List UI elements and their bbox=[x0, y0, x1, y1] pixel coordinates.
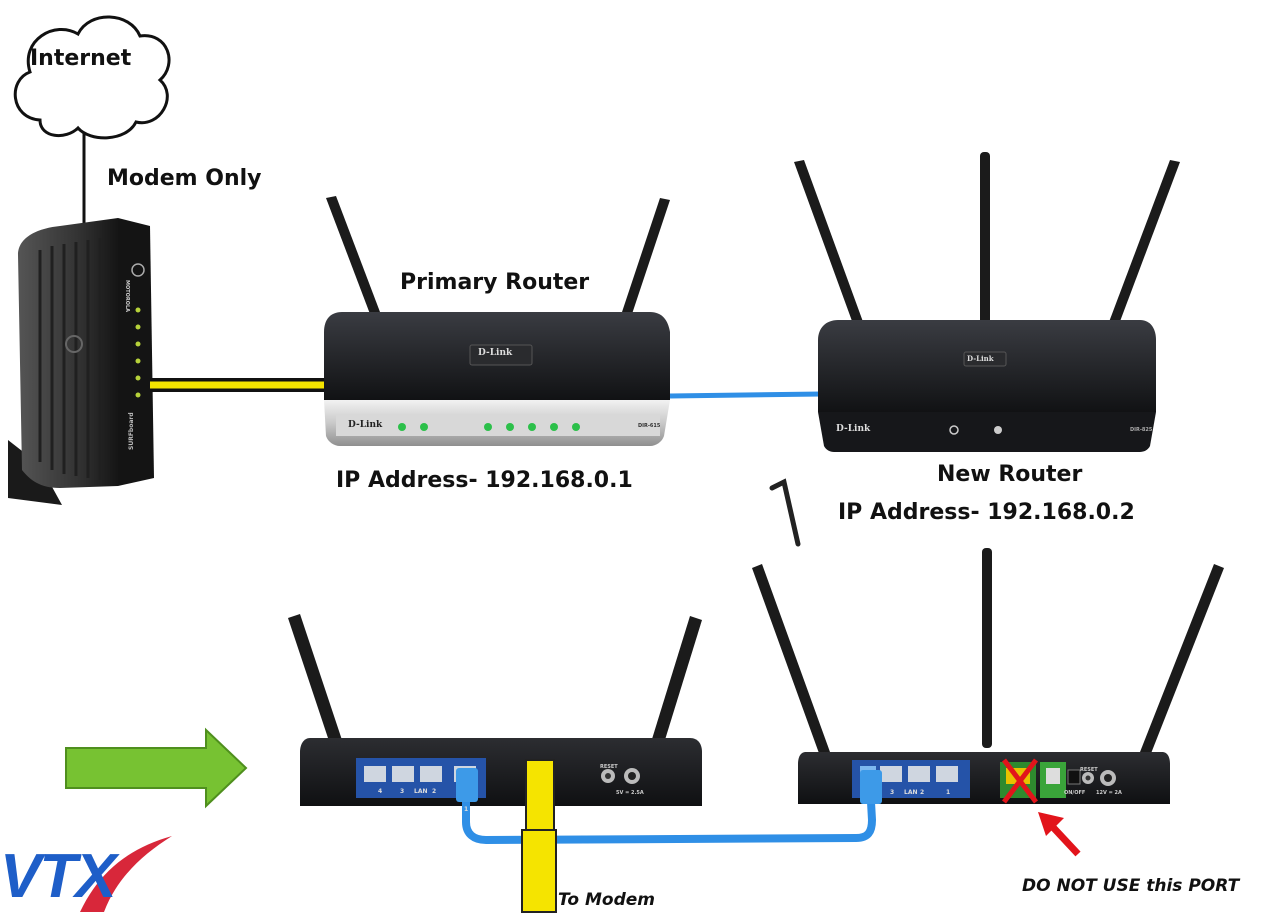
primary-router-model: DIR-615 bbox=[638, 423, 661, 429]
new-port-1: 1 bbox=[946, 789, 951, 796]
primary-port-1: 1 bbox=[464, 806, 469, 813]
internet-label: Internet bbox=[30, 46, 132, 71]
primary-port-2: 2 bbox=[432, 788, 437, 795]
do-not-use-x-icon bbox=[1002, 758, 1038, 804]
primary-router-back bbox=[288, 614, 702, 806]
new-port-2: 2 bbox=[920, 789, 925, 796]
internet-cloud bbox=[13, 15, 171, 140]
new-lan-label: LAN bbox=[904, 789, 918, 796]
new-router-back bbox=[752, 548, 1224, 804]
new-router bbox=[794, 152, 1180, 452]
new-router-model: DIR-825 bbox=[1130, 427, 1153, 433]
new-reset-label: RESET bbox=[1080, 767, 1098, 773]
hand-drawn-mark bbox=[769, 478, 801, 547]
new-on-off-label: ON/OFF bbox=[1064, 790, 1086, 796]
primary-router-ip: IP Address- 192.168.0.1 bbox=[336, 468, 633, 493]
new-power-label: 12V = 2A bbox=[1096, 790, 1122, 796]
red-warning-arrow-icon bbox=[1038, 812, 1081, 857]
primary-lan-label: LAN bbox=[414, 788, 428, 795]
new-router-label: New Router bbox=[937, 462, 1083, 487]
green-arrow-icon bbox=[65, 727, 248, 809]
primary-router-label: Primary Router bbox=[400, 270, 590, 295]
cable-modem bbox=[8, 218, 154, 505]
modem-label: Modem Only bbox=[107, 166, 262, 191]
new-router-front-brand: D-Link bbox=[836, 424, 871, 434]
vtx-logo-swoosh bbox=[80, 836, 172, 912]
primary-router bbox=[324, 196, 670, 446]
lan-plug-primary bbox=[456, 768, 478, 802]
to-modem-label: To Modem bbox=[558, 890, 656, 910]
modem-brand: MOTOROLA bbox=[124, 280, 130, 313]
vtx-logo: VTX bbox=[0, 842, 117, 911]
new-router-brand: D-Link bbox=[967, 354, 994, 363]
primary-router-brand: D-Link bbox=[478, 348, 513, 358]
primary-power-label: 5V = 2.5A bbox=[616, 790, 644, 796]
lan-cable-bottom bbox=[462, 783, 876, 844]
primary-port-3: 3 bbox=[400, 788, 405, 795]
primary-reset-label: RESET bbox=[600, 764, 618, 770]
modem-side-text: SURFboard bbox=[128, 412, 135, 450]
modem-cable-bottom bbox=[521, 759, 557, 913]
lan-plug-new bbox=[860, 770, 882, 804]
new-port-3: 3 bbox=[890, 789, 895, 796]
lan-cable-top bbox=[669, 391, 823, 399]
do-not-use-port-label: DO NOT USE this PORT bbox=[1022, 876, 1240, 896]
primary-port-4: 4 bbox=[378, 788, 383, 795]
primary-router-front-brand: D-Link bbox=[348, 420, 383, 430]
new-router-ip: IP Address- 192.168.0.2 bbox=[838, 500, 1135, 525]
